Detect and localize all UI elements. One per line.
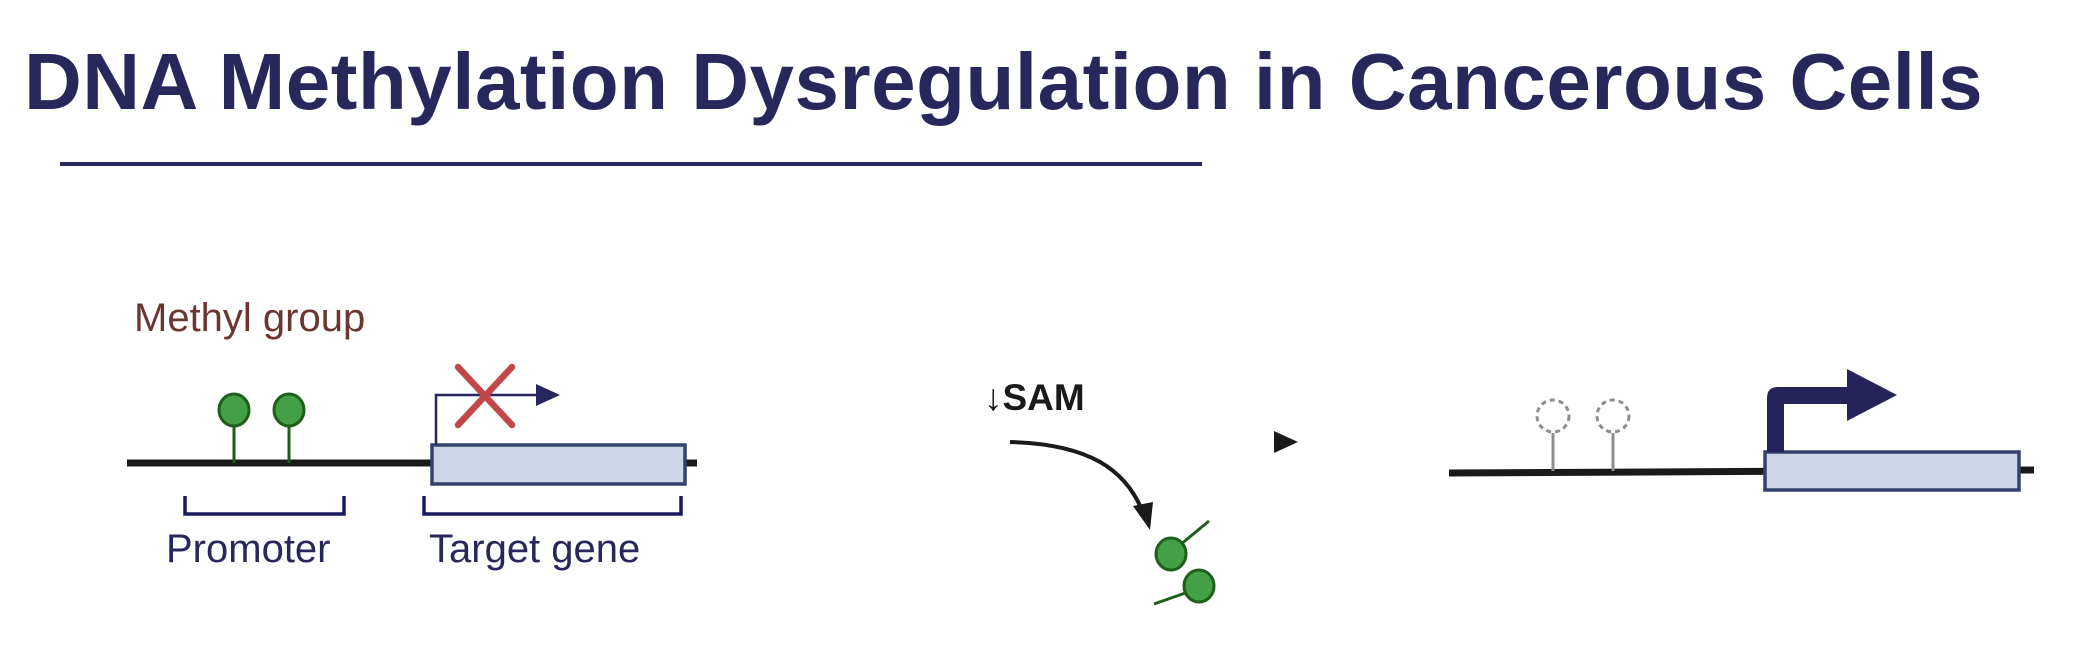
methyl-group-icon xyxy=(217,392,251,463)
active-transcription-arrow-icon xyxy=(1767,369,1897,452)
sam-reduction: ↓SAM xyxy=(809,377,1298,606)
target-gene-label: Target gene xyxy=(429,527,640,571)
methyl-group-icon xyxy=(272,392,306,463)
branch-arrow-line xyxy=(1009,440,1144,511)
arrow-head-icon xyxy=(1274,431,1298,453)
promoter-bracket xyxy=(183,496,346,516)
target-gene-box xyxy=(1763,450,2021,492)
page-title: DNA Methylation Dysregulation in Cancero… xyxy=(24,37,1984,126)
unmethylated-site-icon xyxy=(1535,398,1571,471)
branch-arrow-head-icon xyxy=(1133,502,1153,530)
transcription-start-arrow-icon xyxy=(434,384,560,445)
hypomethylated-state xyxy=(1448,369,2035,492)
methyl-group-label: Methyl group xyxy=(134,296,365,340)
target-gene-box xyxy=(430,443,687,486)
target-gene-bracket xyxy=(422,496,683,516)
unmethylated-site-icon xyxy=(1595,398,1631,471)
released-methyl-group-icon xyxy=(1153,568,1216,606)
sam-label: ↓SAM xyxy=(984,377,1085,418)
title-underline xyxy=(60,162,1202,166)
promoter-label: Promoter xyxy=(166,527,331,571)
methylated-state: Methyl group Promoter Target gene xyxy=(127,296,697,571)
released-methyl-group-icon xyxy=(1154,519,1210,572)
blocked-x-icon xyxy=(454,363,516,429)
